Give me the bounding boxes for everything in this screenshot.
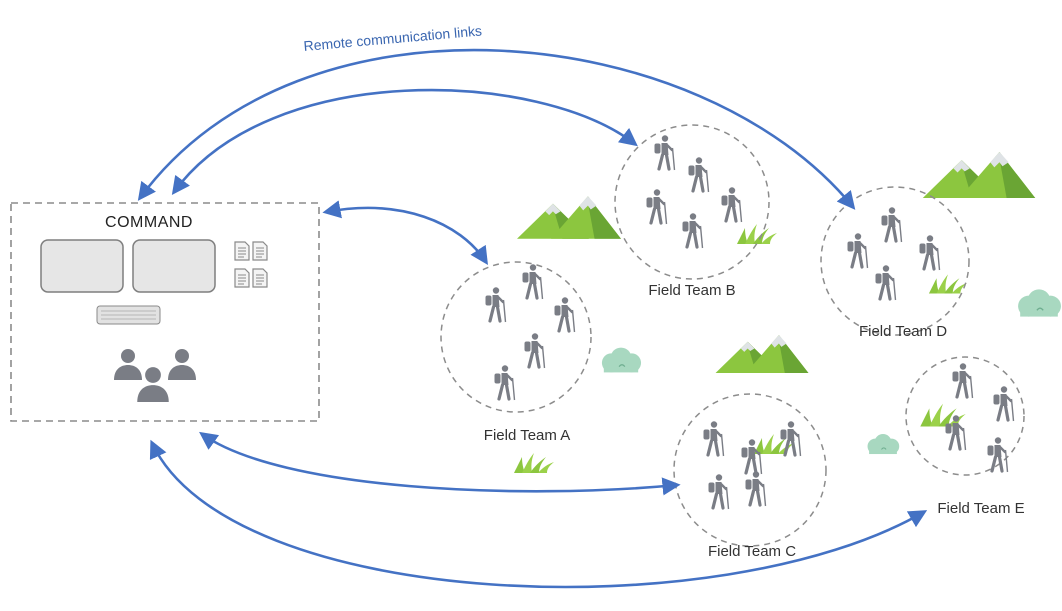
hiker-icon [719, 186, 743, 224]
mountain-icon [517, 196, 621, 239]
link-command-team-a [322, 200, 488, 266]
team-boundary [673, 393, 827, 547]
hiker-icon [739, 438, 763, 476]
hiker-icon [991, 385, 1015, 423]
grass-icon [737, 224, 777, 244]
field-teams: Field Team A Field Team B Field Team C Fiel… [440, 124, 1025, 560]
document-icon [234, 241, 268, 288]
monitor-icon [40, 239, 124, 293]
grass-icon [514, 453, 554, 473]
field-team-b: Field Team B [614, 124, 770, 299]
hiker-icon [743, 470, 767, 508]
team-label: Field Team B [648, 282, 735, 299]
team-boundary [440, 261, 592, 413]
hiker-icon [652, 134, 676, 172]
hiker-icon [686, 156, 710, 194]
hiker-icon [680, 212, 704, 250]
hiker-icon [520, 263, 544, 301]
command-center: COMMAND [10, 202, 320, 422]
field-team-d: Field Team D [820, 186, 970, 340]
hiker-icon [701, 420, 725, 458]
hiker-icon [552, 296, 576, 334]
link-command-team-c [199, 431, 681, 496]
field-team-c: Field Team C [673, 393, 827, 560]
link-command-team-b [171, 88, 638, 195]
bush-icon [1017, 289, 1062, 317]
team-label: Field Team A [484, 427, 570, 444]
mountain-icon [922, 152, 1036, 198]
hiker-icon [917, 234, 941, 272]
bush-icon [601, 347, 642, 373]
hiker-icon [644, 188, 668, 226]
hiker-icon [483, 286, 507, 324]
monitor-icon [132, 239, 216, 293]
hiker-icon [950, 362, 974, 400]
hiker-icon [879, 206, 903, 244]
grass-icon [920, 403, 966, 427]
keyboard-icon [96, 305, 161, 325]
field-team-e: Field Team E [905, 356, 1025, 517]
hiker-icon [985, 436, 1009, 474]
team-boundary [614, 124, 770, 280]
mountain-icon [715, 335, 809, 373]
bush-icon [866, 433, 900, 455]
team-label: Field Team D [859, 323, 947, 340]
hiker-icon [845, 232, 869, 270]
hiker-icon [492, 364, 516, 402]
team-label: Field Team C [708, 543, 796, 560]
grass-icon [928, 274, 968, 294]
communication-links [137, 48, 928, 589]
link-command-team-e [149, 439, 928, 589]
team-label: Field Team E [937, 500, 1024, 517]
hiker-icon [706, 473, 730, 511]
field-team-a: Field Team A [440, 261, 592, 444]
command-title: COMMAND [105, 214, 193, 231]
group-icon [114, 349, 196, 402]
hiker-icon [522, 332, 546, 370]
link-command-team-d [137, 48, 856, 210]
team-boundary [905, 356, 1025, 476]
team-boundary [820, 186, 970, 336]
hiker-icon [873, 264, 897, 302]
